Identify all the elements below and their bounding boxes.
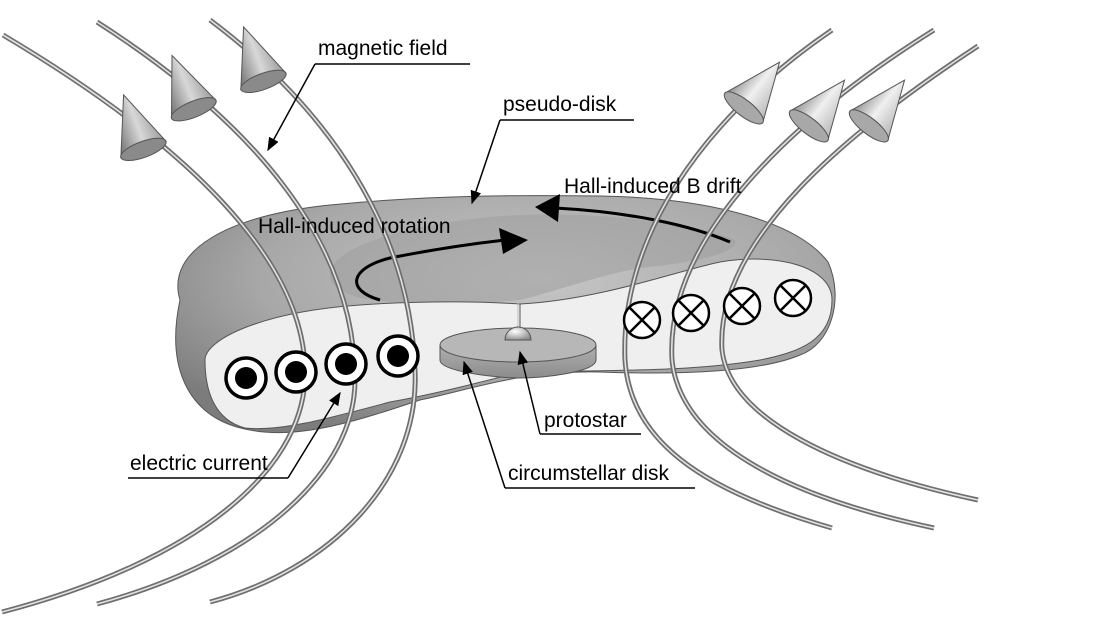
label-magnetic-field: magnetic field [267, 37, 470, 152]
electric-current-in-symbols [622, 278, 813, 340]
circled-dot-icon [324, 342, 368, 386]
cone-arrowhead-icon [170, 54, 217, 122]
protostar [504, 326, 532, 341]
circled-dot-icon [274, 350, 318, 394]
cone-arrowhead-icon [240, 25, 287, 94]
label-protostar: protostar [517, 350, 641, 435]
circumstellar-disk-label: circumstellar disk [508, 462, 670, 485]
cone-arrowhead-icon [848, 79, 906, 143]
electric-current-label: electric current [130, 452, 268, 475]
circled-x-icon [722, 286, 762, 326]
field-arrowheads-left [120, 25, 287, 162]
circled-x-icon [622, 300, 662, 340]
pseudo-disk-top-face [330, 214, 736, 304]
cone-arrowhead-icon [723, 61, 781, 125]
magnetic-field-label: magnetic field [318, 37, 448, 60]
label-electric-current: electric current [128, 391, 341, 479]
label-circumstellar-disk: circumstellar disk [462, 360, 695, 489]
hall-rotation-label: Hall-induced rotation [258, 215, 451, 238]
cone-arrowhead-icon [788, 79, 846, 143]
electric-current-out-symbols [224, 334, 420, 400]
cone-arrowhead-icon [120, 93, 167, 162]
hall-b-drift-arrowhead [535, 194, 560, 222]
hall-rotation-arrowhead [499, 228, 528, 254]
circled-dot-icon [376, 334, 420, 378]
hall-rotation-arc [355, 228, 528, 302]
hall-b-drift-label: Hall-induced B drift [564, 175, 742, 198]
label-pseudo-disk: pseudo-disk [470, 93, 634, 205]
circled-dot-icon [224, 356, 268, 400]
protostar-label: protostar [544, 409, 627, 432]
circled-x-icon [671, 293, 711, 333]
circled-x-icon [773, 278, 813, 318]
magnetic-field-lines-right [622, 27, 980, 531]
pseudo-disk-label: pseudo-disk [503, 93, 617, 116]
field-arrowheads-right [723, 61, 906, 143]
